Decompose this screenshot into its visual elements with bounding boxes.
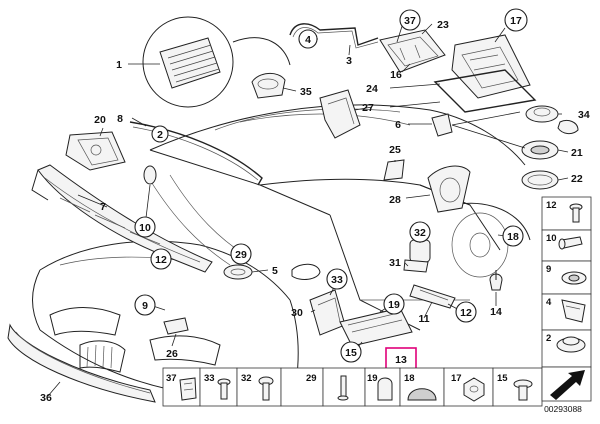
push-pin-icon <box>558 236 583 250</box>
callout-33: 33 <box>331 274 343 286</box>
callout-19: 19 <box>388 299 400 311</box>
callout-18: 18 <box>507 231 519 243</box>
side-table-4: 4 <box>546 297 552 308</box>
bottom-table-19: 19 <box>367 373 378 384</box>
part-35-bracket <box>251 73 286 99</box>
part-34-cap <box>525 105 579 135</box>
part-28-cover <box>427 165 471 213</box>
callout-17: 17 <box>510 15 522 27</box>
bottom-table-18: 18 <box>404 373 415 384</box>
part-24-seal <box>433 69 537 113</box>
part-27-panel <box>319 89 361 139</box>
callout-22: 22 <box>571 173 583 185</box>
flange-bolt-icon <box>513 379 533 401</box>
part-36-bumper-carrier <box>7 323 156 403</box>
bottom-parts-table: 37 33 32 29 19 18 17 15 <box>162 366 592 407</box>
bottom-table-17: 17 <box>451 373 462 384</box>
part-25-clip <box>383 159 405 181</box>
callout-32: 32 <box>414 227 426 239</box>
clip-icon <box>561 299 586 323</box>
callout-2: 2 <box>157 129 163 141</box>
expanding-rivet-icon <box>556 336 586 353</box>
bottom-table-37: 37 <box>166 373 177 384</box>
callout-11: 11 <box>418 313 429 325</box>
callout-37: 37 <box>404 15 416 27</box>
spring-clip-icon <box>179 377 197 401</box>
grommet-icon <box>561 271 587 285</box>
round-head-screw-icon <box>258 376 274 401</box>
nut-icon <box>463 377 485 402</box>
callout-23: 23 <box>437 19 449 31</box>
part-21-grommet <box>521 140 559 160</box>
dome-cap-icon <box>407 388 437 401</box>
callout-5: 5 <box>272 265 278 277</box>
callout-14: 14 <box>490 306 502 318</box>
callout-9: 9 <box>142 300 148 312</box>
side-table-9: 9 <box>546 264 551 275</box>
kidney-grille <box>86 344 113 369</box>
callout-labels: 1 4 3 35 37 23 16 17 24 27 6 34 21 22 20… <box>40 8 590 404</box>
diagram-code: 00293088 <box>544 404 582 414</box>
bottom-table-32: 32 <box>241 373 252 384</box>
part-22-ring <box>521 170 559 190</box>
callout-1: 1 <box>116 59 122 71</box>
callout-4: 4 <box>305 34 311 46</box>
part-8-windshield-seal <box>129 121 263 186</box>
bottom-table-29: 29 <box>306 373 317 384</box>
part-16-box-bracket <box>379 29 446 73</box>
part-11-rail <box>409 284 456 309</box>
part-31-bracket <box>403 259 429 273</box>
side-table-2: 2 <box>546 333 551 344</box>
part-17-tray <box>451 34 531 99</box>
part-15-panel <box>339 307 413 347</box>
callout-6: 6 <box>395 119 401 131</box>
side-parts-table: 12 10 9 4 2 <box>541 196 592 368</box>
callout-21: 21 <box>571 147 583 159</box>
hex-screw-icon <box>217 378 231 400</box>
callout-34: 34 <box>578 109 590 121</box>
callout-28: 28 <box>389 194 401 206</box>
part-20-housing <box>65 131 126 171</box>
callout-3: 3 <box>346 55 352 67</box>
part-32-buffer <box>409 239 431 263</box>
callout-25: 25 <box>389 144 401 156</box>
side-table-10: 10 <box>546 233 557 244</box>
part-14-pin <box>489 270 503 291</box>
part-3-hose <box>289 23 379 49</box>
part-1-air-grille-detail <box>142 16 291 108</box>
part-2-cap <box>163 317 189 335</box>
callout-31: 31 <box>389 257 401 269</box>
callout-8: 8 <box>117 113 123 125</box>
callout-7: 7 <box>100 201 106 213</box>
callout-36: 36 <box>40 392 52 404</box>
callout-24: 24 <box>366 83 378 95</box>
bottom-table-33: 33 <box>204 373 215 384</box>
callout-15: 15 <box>345 347 357 359</box>
callout-13: 13 <box>395 354 407 366</box>
callout-35: 35 <box>300 86 312 98</box>
part-5-ring <box>223 264 253 280</box>
rubber-stop-icon <box>377 377 393 401</box>
arrow-icon <box>550 370 585 400</box>
part-6-clip <box>431 111 526 149</box>
callout-26: 26 <box>166 348 178 360</box>
part-10-grommet <box>143 165 157 185</box>
part-30-bracket <box>309 289 346 336</box>
bottom-table-15: 15 <box>497 373 508 384</box>
callout-30: 30 <box>291 307 303 319</box>
bolt-icon <box>337 375 349 401</box>
callout-16: 16 <box>390 69 402 81</box>
callout-10: 10 <box>139 222 151 234</box>
side-table-12: 12 <box>546 200 557 211</box>
screw-icon <box>569 203 583 223</box>
callout-12-b: 12 <box>460 307 472 319</box>
part-7-cowl-panel <box>31 164 213 273</box>
callout-20: 20 <box>94 114 106 126</box>
callout-29: 29 <box>235 249 247 261</box>
callout-27: 27 <box>362 102 374 114</box>
callout-12: 12 <box>155 254 167 266</box>
